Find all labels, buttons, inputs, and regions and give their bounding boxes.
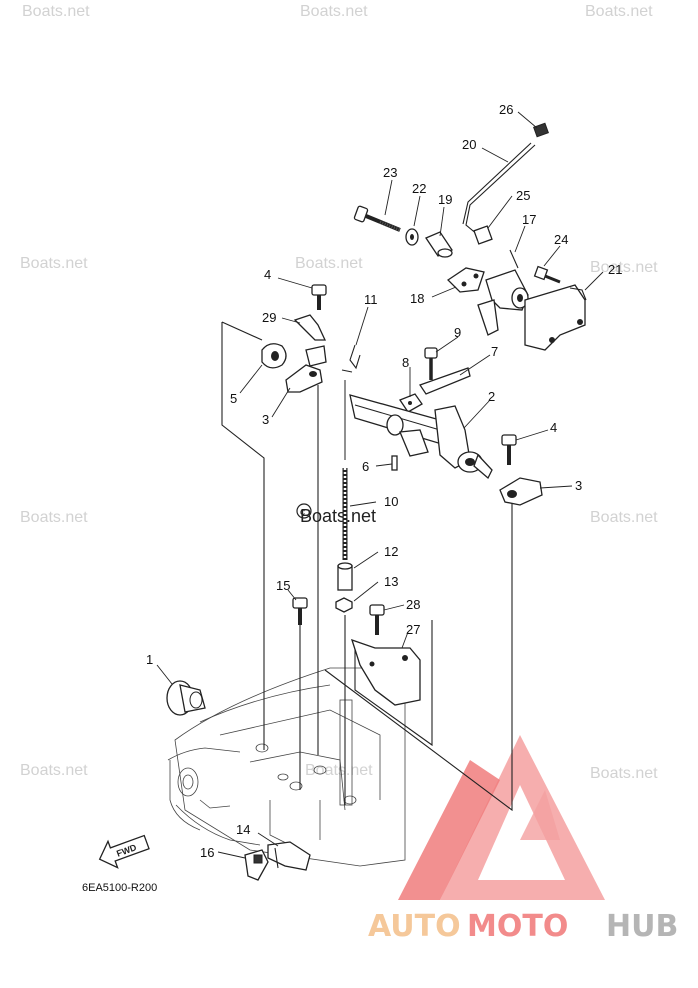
callout-21: 21 [608,262,622,277]
shift-rod-20 [462,122,549,236]
fwd-arrow-icon: FWD [98,834,150,869]
watermark: Boats.net [590,259,658,276]
bolt-24 [533,265,561,284]
bolt-9 [424,347,438,380]
pin-6 [391,455,398,471]
callout-23: 23 [383,165,397,180]
brand-part-hub: HUB [606,909,678,944]
watermark: Boats.net [20,255,88,272]
callout-1: 1 [146,652,153,667]
watermark: Boats.net [20,762,88,779]
callout-24: 24 [554,232,568,247]
callout-8: 8 [402,355,409,370]
clip-11 [341,344,361,373]
bracket-21 [524,284,587,351]
collar-19 [425,231,453,258]
watermark: Boats.net [305,762,373,779]
callout-18: 18 [410,291,424,306]
bolt-4-right [501,434,517,465]
callout-4-right: 4 [550,420,557,435]
callout-14: 14 [236,822,250,837]
collar-12 [337,562,353,591]
brand-logo-text: AUTO MOTO HUB [368,909,678,944]
callout-2: 2 [488,389,495,404]
watermark: Boats.net [585,3,653,20]
callout-22: 22 [412,181,426,196]
bolt-23 [353,205,401,232]
brand-part-auto: AUTO [368,909,461,944]
callout-11: 11 [364,292,378,307]
leader-lines [156,111,604,859]
callout-27: 27 [406,622,420,637]
watermark: Boats.net [22,3,90,20]
shift-shaft-2 [349,394,493,480]
bolt-28 [369,604,385,635]
assembly-guide-lines [221,321,513,812]
copyright-icon [296,503,312,519]
clip-16 [244,849,269,881]
grommet-1 [166,680,206,716]
center-watermark: Boats.net [300,506,376,526]
bolt-15 [292,597,308,625]
callout-19: 19 [438,192,452,207]
link-25 [473,225,493,245]
lever-17 [477,249,529,336]
callout-9: 9 [454,325,461,340]
lower-casing [167,667,406,867]
callout-16: 16 [200,845,214,860]
watermark: Boats.net [590,509,658,526]
callout-10: 10 [384,494,398,509]
callout-5: 5 [230,391,237,406]
watermark-layer: Boats.net Boats.net Boats.net Boats.net … [20,3,658,782]
callout-26: 26 [499,102,513,117]
callout-20: 20 [462,137,476,152]
callout-6: 6 [362,459,369,474]
bracket-27 [350,638,421,706]
bracket-14 [267,841,311,871]
callout-3-left: 3 [262,412,269,427]
callout-29: 29 [262,310,276,325]
callout-13: 13 [384,574,398,589]
svg-text:c: c [300,507,305,518]
callouts: 26 20 23 22 19 25 17 24 21 18 4 29 11 5 … [146,102,622,860]
callout-12: 12 [384,544,398,559]
drawing-code: 6EA5100-R200 [82,882,157,894]
callout-25: 25 [516,188,530,203]
nut-13 [335,597,353,613]
bracket-7 [418,367,471,395]
callout-17: 17 [522,212,536,227]
watermark: Boats.net [295,255,363,272]
callout-15: 15 [276,578,290,593]
watermark: Boats.net [300,3,368,20]
grommet-5 [261,343,287,369]
callout-7: 7 [491,344,498,359]
plate-18 [446,267,485,293]
callout-3-right: 3 [575,478,582,493]
callout-28: 28 [406,597,420,612]
lever-3-right [499,477,543,506]
lever-3-left [285,345,327,393]
brand-part-moto: MOTO [467,909,568,944]
callout-4-left: 4 [264,267,271,282]
clip-29 [293,314,327,341]
watermark: Boats.net [20,509,88,526]
watermark: Boats.net [590,765,658,782]
bolt-4-left [311,284,327,310]
logo-triangle [398,735,605,900]
